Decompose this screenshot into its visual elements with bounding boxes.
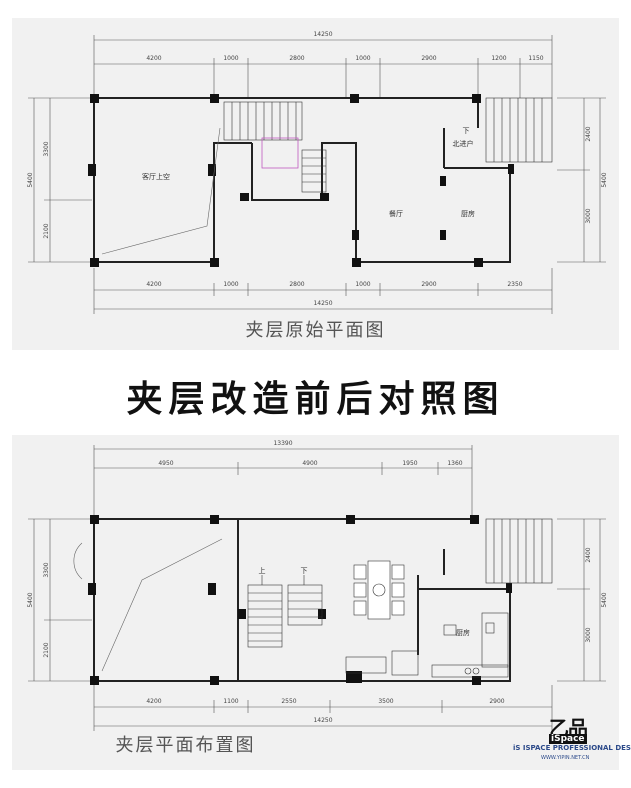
top-total-dim-new: 13390 xyxy=(273,440,292,447)
logo-url: WWW.YIPIN.NET.CN xyxy=(541,755,590,761)
brand-logo: 乙品 iSpace iS ISPACE PROFESSIONAL DESIGN … xyxy=(513,712,631,764)
dining-table xyxy=(353,560,405,620)
top-total-dim: 14250 xyxy=(313,31,332,38)
top-dim-new-2: 4900 xyxy=(302,460,317,467)
left-dim-2: 2100 xyxy=(43,223,50,238)
top-dim-3: 2800 xyxy=(289,55,304,62)
original-plan-panel: 14250 4200 1000 2800 1000 2900 1200 1150… xyxy=(12,18,619,350)
original-floor-plan: 14250 4200 1000 2800 1000 2900 1200 1150… xyxy=(27,31,608,314)
stair-down-label: 下 xyxy=(463,127,470,135)
top-dim-new-4: 1360 xyxy=(447,460,462,467)
kitchen-counter xyxy=(345,612,509,678)
logo-tagline: iS ISPACE PROFESSIONAL DESIGN xyxy=(513,744,631,752)
bottom-dim-4: 1000 xyxy=(355,281,370,288)
bottom-dim-3: 2800 xyxy=(289,281,304,288)
original-stairs xyxy=(223,101,327,193)
renovated-plan-caption: 夹层平面布置图 xyxy=(115,735,256,756)
room-kitchen-new: 厨房 xyxy=(456,628,470,637)
room-kitchen: 厨房 xyxy=(461,209,475,218)
top-dim-new-1: 4950 xyxy=(158,460,173,467)
right-dim-1: 2400 xyxy=(585,126,592,141)
bottom-dim-2: 1000 xyxy=(223,281,238,288)
bottom-dim-new-1: 4200 xyxy=(146,698,161,705)
room-dining: 餐厅 xyxy=(389,209,403,218)
exterior-stairs-new xyxy=(485,518,553,584)
left-dim-new-1: 3300 xyxy=(43,562,50,577)
stair-down-label-new: 下 xyxy=(301,567,308,575)
top-dim-1: 4200 xyxy=(146,55,161,62)
top-dim-2: 1000 xyxy=(223,55,238,62)
left-total-dim: 5400 xyxy=(27,172,34,187)
new-stairs xyxy=(247,575,323,648)
left-dim-1: 3300 xyxy=(43,141,50,156)
original-plan-caption: 夹层原始平面图 xyxy=(245,320,386,341)
bottom-dim-6: 2350 xyxy=(507,281,522,288)
room-living-void: 客厅上空 xyxy=(142,172,170,181)
left-total-dim-new: 5400 xyxy=(27,592,34,607)
bottom-total-dim: 14250 xyxy=(313,300,332,307)
top-dim-6: 1200 xyxy=(491,55,506,62)
bottom-dim-new-3: 2550 xyxy=(281,698,296,705)
bottom-dim-new-2: 1100 xyxy=(223,698,238,705)
right-dim-2: 3000 xyxy=(585,208,592,223)
right-dim-new-1: 2400 xyxy=(585,547,592,562)
right-total-dim: 5400 xyxy=(601,172,608,187)
exterior-stairs xyxy=(485,97,553,163)
renovated-plan-panel: 13390 4950 4900 1950 1360 4200 1100 2550… xyxy=(12,435,619,770)
bottom-total-dim-new: 14250 xyxy=(313,717,332,724)
top-dim-new-3: 1950 xyxy=(402,460,417,467)
stair-up-label: 上 xyxy=(259,566,266,575)
logo-sub: iSpace xyxy=(549,734,587,744)
renovated-floor-plan: 13390 4950 4900 1950 1360 4200 1100 2550… xyxy=(27,440,608,731)
bottom-dim-1: 4200 xyxy=(146,281,161,288)
main-title: 夹层改造前后对照图 xyxy=(126,378,505,420)
bottom-dim-new-5: 2900 xyxy=(489,698,504,705)
right-dim-new-2: 3000 xyxy=(585,627,592,642)
left-dim-new-2: 2100 xyxy=(43,642,50,657)
right-total-dim-new: 5400 xyxy=(601,592,608,607)
room-north-porch: 北进户 xyxy=(453,139,474,148)
top-dim-5: 2900 xyxy=(421,55,436,62)
bottom-dim-5: 2900 xyxy=(421,281,436,288)
top-dim-4: 1000 xyxy=(355,55,370,62)
bottom-dim-new-4: 3500 xyxy=(378,698,393,705)
top-dim-7: 1150 xyxy=(528,55,543,62)
